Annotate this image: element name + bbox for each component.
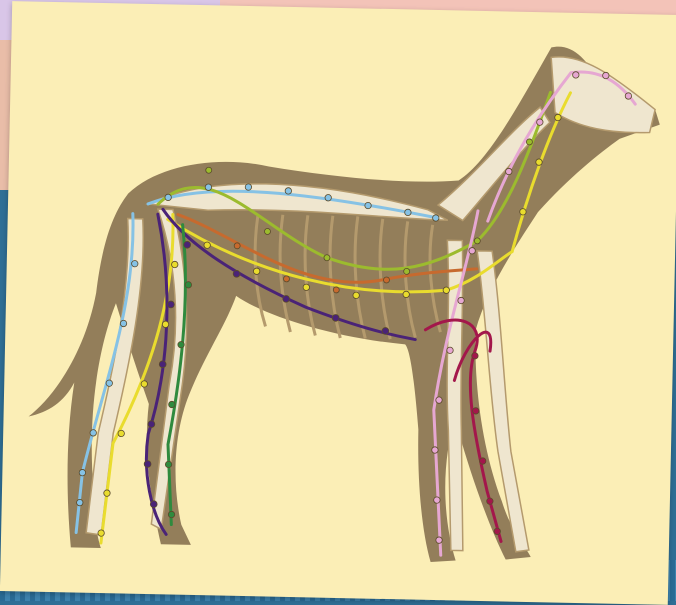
dog-anatomy-illustration [0, 1, 676, 605]
anatomy-poster [0, 1, 676, 605]
